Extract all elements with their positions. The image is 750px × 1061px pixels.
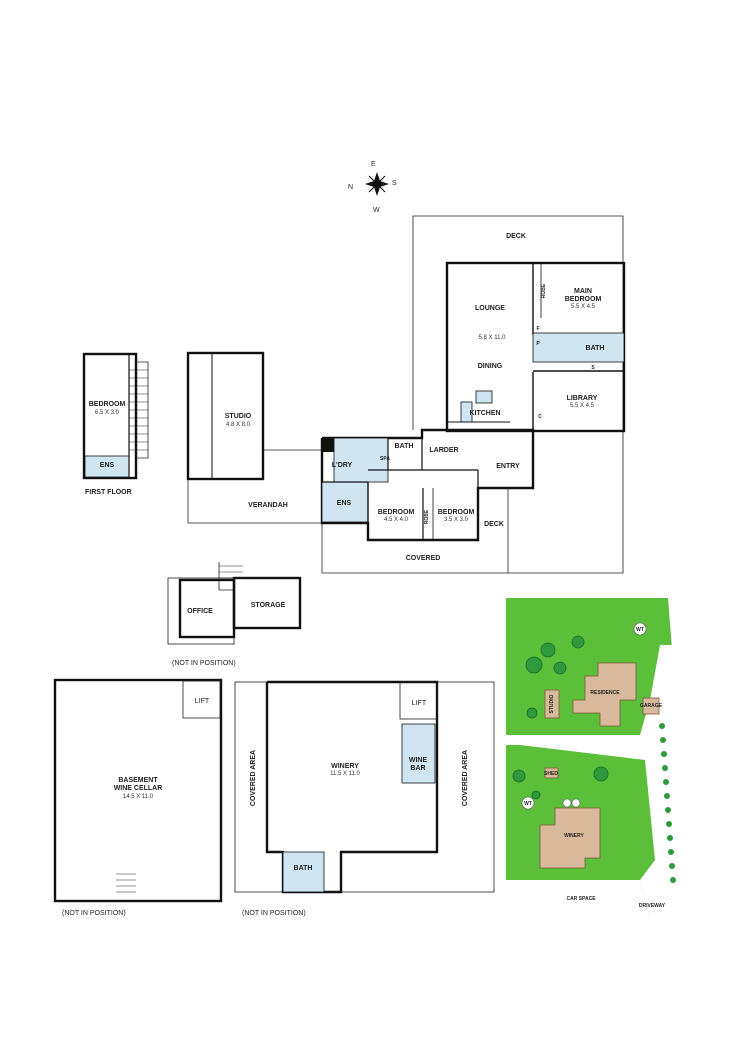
entry-label: ENTRY xyxy=(496,463,520,470)
main-bedroom-line2: BEDROOM xyxy=(565,296,602,303)
compass-east: E xyxy=(371,161,376,168)
robe-top-label: ROBE xyxy=(541,283,547,298)
spa-label: SPA xyxy=(380,456,390,462)
studio-dims: 4.8 X 8.0 xyxy=(226,422,251,428)
first-floor-plan: BEDROOM 6.5 X 3.0 ENS FIRST FLOOR xyxy=(82,352,149,496)
compass-rose: E N S W xyxy=(348,161,397,214)
robe-mid-label: ROBE xyxy=(424,509,430,524)
bedroom2-label: BEDROOM xyxy=(378,509,415,516)
main-bedroom-line1: MAIN xyxy=(574,288,592,295)
verandah-label: VERANDAH xyxy=(248,502,288,509)
compass-north: N xyxy=(348,184,353,191)
winery-label: WINERY xyxy=(331,763,359,770)
larder-label: LARDER xyxy=(429,447,458,454)
covered-area-right-label: COVERED AREA xyxy=(462,750,469,806)
lounge-dims: 5.8 X 11.0 xyxy=(479,335,507,341)
main-bath-label: BATH xyxy=(586,345,605,352)
bath-label: BATH xyxy=(395,443,414,450)
library-dims: 5.5 X 4.5 xyxy=(570,403,595,409)
winery-not-in-position-note: (NOT IN POSITION) xyxy=(242,910,306,917)
first-floor-bedroom-dims: 6.5 X 3.0 xyxy=(95,410,120,416)
cupboard-marker: C xyxy=(538,414,542,420)
covered-label: COVERED xyxy=(406,555,441,562)
laundry-label: L'DRY xyxy=(332,462,353,469)
shower-marker: S xyxy=(591,365,595,371)
compass-west: W xyxy=(373,207,380,214)
bedroom3-dims: 3.5 X 3.0 xyxy=(444,517,469,523)
office-not-in-position-note: (NOT IN POSITION) xyxy=(172,660,236,667)
basement-not-in-position-note: (NOT IN POSITION) xyxy=(62,910,126,917)
first-floor-bedroom-label: BEDROOM xyxy=(89,401,126,408)
verandah-outline xyxy=(187,479,322,524)
first-floor-ens-label: ENS xyxy=(100,462,115,469)
library-label: LIBRARY xyxy=(567,395,598,402)
site-garage-label: GARAGE xyxy=(640,703,663,709)
deck-top-label: DECK xyxy=(506,233,526,240)
winery-bath-label: BATH xyxy=(294,865,313,872)
winery-plan: LIFT WINERY 11.5 X 11.0 WINE BAR COVERED… xyxy=(234,680,495,917)
main-house-plan: DECK LOUNGE 5.8 X 11.0 DINING KITCHEN RO… xyxy=(320,215,626,574)
covered-area-left-label: COVERED AREA xyxy=(250,750,257,806)
site-studio-label: STUDIO xyxy=(549,694,555,713)
fridge-marker: F xyxy=(536,326,539,332)
basement-name-line2: WINE CELLAR xyxy=(114,785,163,792)
ens-label: ENS xyxy=(337,500,352,507)
lounge-label: LOUNGE xyxy=(475,305,505,312)
basement-lift-label: LIFT xyxy=(195,698,210,705)
site-residence-label: RESIDENCE xyxy=(590,690,620,696)
studio-plan: STUDIO 4.8 X 8.0 xyxy=(186,351,265,481)
main-bedroom-dims: 5.5 X 4.5 xyxy=(571,304,596,310)
wine-bar-line2: BAR xyxy=(410,765,425,772)
basement-plan: LIFT BASEMENT WINE CELLAR 14.5 X 11.0 (N… xyxy=(53,678,223,917)
first-floor-caption: FIRST FLOOR xyxy=(85,489,132,496)
studio-label: STUDIO xyxy=(225,413,252,420)
site-wt-bottom-label: WT xyxy=(524,801,532,807)
bedroom2-dims: 4.5 X 4.0 xyxy=(384,517,409,523)
storage-label: STORAGE xyxy=(251,602,286,609)
site-winery-label: WINERY xyxy=(564,833,584,839)
site-car-space-label: CAR SPACE xyxy=(566,896,596,902)
site-wt-top-label: WT xyxy=(636,627,644,633)
site-plan: WT WT RESIDENCE STUDIO GARAGE SHED WINER… xyxy=(506,598,694,917)
bedroom3-label: BEDROOM xyxy=(438,509,475,516)
winery-dims: 11.5 X 11.0 xyxy=(330,771,360,777)
office-label: OFFICE xyxy=(187,608,213,615)
basement-name-line1: BASEMENT xyxy=(118,777,158,784)
winery-lift-label: LIFT xyxy=(412,700,427,707)
compass-south: S xyxy=(392,180,397,187)
wine-bar-line1: WINE xyxy=(409,757,428,764)
pantry-marker: P xyxy=(536,341,540,347)
deck-right-label: DECK xyxy=(484,521,504,528)
office-storage-plan: OFFICE STORAGE (NOT IN POSITION) xyxy=(167,562,302,667)
basement-dims: 14.5 X 11.0 xyxy=(123,794,154,800)
site-shed-label: SHED xyxy=(544,771,558,777)
dining-label: DINING xyxy=(478,363,503,370)
kitchen-label: KITCHEN xyxy=(469,410,500,417)
site-driveway-label: DRIVEWAY xyxy=(639,903,666,909)
